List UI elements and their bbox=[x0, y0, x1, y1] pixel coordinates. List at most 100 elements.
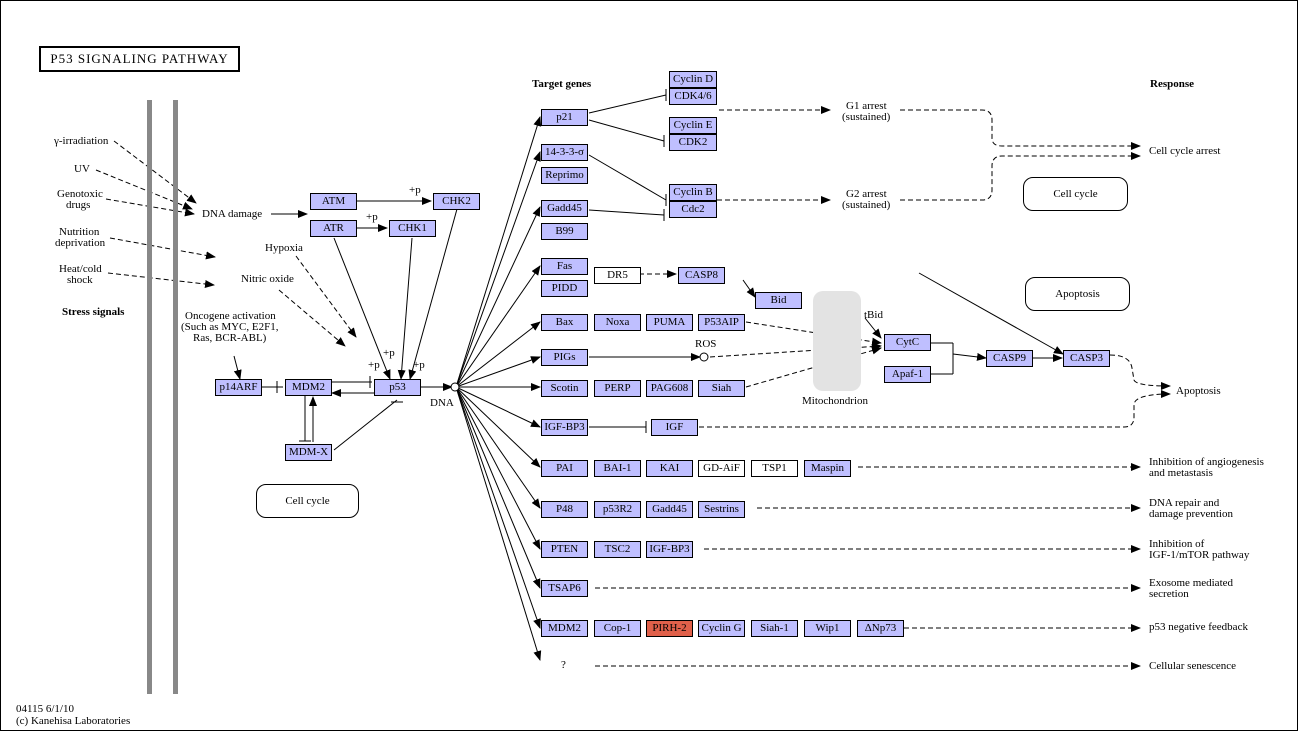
footer-id-date: 04115 6/1/10 bbox=[16, 703, 74, 715]
gene-siah-1[interactable]: Siah-1 bbox=[751, 620, 798, 637]
response-header: Response bbox=[1150, 78, 1195, 90]
gene-pten[interactable]: PTEN bbox=[541, 541, 588, 558]
gene-cytc[interactable]: CytC bbox=[884, 334, 931, 351]
gene-14-3-3-sigma[interactable]: 14-3-3-σ bbox=[541, 144, 588, 161]
gene-cyclin-d[interactable]: Cyclin D bbox=[669, 71, 717, 88]
gene-cdk4-6[interactable]: CDK4/6 bbox=[669, 88, 717, 105]
gene-bai-1[interactable]: BAI-1 bbox=[594, 460, 641, 477]
gene-mdm2-feedback[interactable]: MDM2 bbox=[541, 620, 588, 637]
gene-igf[interactable]: IGF bbox=[651, 419, 698, 436]
gene-p48[interactable]: P48 bbox=[541, 501, 588, 518]
cell-cycle-arrest-label: Cell cycle arrest bbox=[1149, 145, 1221, 157]
stress-genotoxic-2: drugs bbox=[66, 199, 91, 211]
gene-puma[interactable]: PUMA bbox=[646, 314, 693, 331]
hypoxia-label: Hypoxia bbox=[265, 242, 303, 254]
dna-damage-label: DNA damage bbox=[202, 208, 263, 220]
gene-casp9[interactable]: CASP9 bbox=[986, 350, 1033, 367]
membrane-bar-outer bbox=[147, 100, 152, 694]
gene-gadd45[interactable]: Gadd45 bbox=[541, 200, 588, 217]
phospho-label-chk2: +p bbox=[409, 184, 421, 196]
gene-p21[interactable]: p21 bbox=[541, 109, 588, 126]
g1-arrest-label-2: (sustained) bbox=[842, 111, 891, 123]
oncogene-label-2: (Such as MYC, E2F1, bbox=[181, 321, 279, 333]
gene-pigs[interactable]: PIGs bbox=[541, 349, 588, 366]
gene-bax[interactable]: Bax bbox=[541, 314, 588, 331]
gene-pag608[interactable]: PAG608 bbox=[646, 380, 693, 397]
cell-cycle-map-link-left[interactable]: Cell cycle bbox=[256, 484, 359, 518]
stress-uv: UV bbox=[74, 163, 90, 175]
gene-scotin[interactable]: Scotin bbox=[541, 380, 588, 397]
gene-reprimo[interactable]: Reprimo bbox=[541, 167, 588, 184]
gene-atr[interactable]: ATR bbox=[310, 220, 357, 237]
stress-heat-1: Heat/cold bbox=[59, 263, 102, 275]
igf-mtor-label-2: IGF-1/mTOR pathway bbox=[1149, 549, 1250, 561]
cellular-senescence-label: Cellular senescence bbox=[1149, 660, 1237, 672]
gene-casp8[interactable]: CASP8 bbox=[678, 267, 725, 284]
stress-nutrition-1: Nutrition bbox=[59, 226, 100, 238]
angiogenesis-label-2: and metastasis bbox=[1149, 467, 1213, 479]
angiogenesis-label-1: Inhibition of angiogenesis bbox=[1149, 456, 1264, 468]
gene-cdk2[interactable]: CDK2 bbox=[669, 134, 717, 151]
gene-sestrins[interactable]: Sestrins bbox=[698, 501, 745, 518]
gene-chk1[interactable]: CHK1 bbox=[389, 220, 436, 237]
dna-repair-label-1: DNA repair and bbox=[1149, 497, 1220, 509]
dna-label: DNA bbox=[430, 397, 454, 409]
gene-apaf-1[interactable]: Apaf-1 bbox=[884, 366, 931, 383]
gene-cop-1[interactable]: Cop-1 bbox=[594, 620, 641, 637]
tbid-label: tBid bbox=[864, 309, 883, 321]
gene-dr5[interactable]: DR5 bbox=[594, 267, 641, 284]
gene-fas[interactable]: Fas bbox=[541, 258, 588, 275]
stress-signals-header: Stress signals bbox=[62, 306, 125, 318]
gene-cyclin-b[interactable]: Cyclin B bbox=[669, 184, 717, 201]
oncogene-label-1: Oncogene activation bbox=[185, 310, 276, 322]
gene-atm[interactable]: ATM bbox=[310, 193, 357, 210]
g2-arrest-label-2: (sustained) bbox=[842, 199, 891, 211]
gene-pidd[interactable]: PIDD bbox=[541, 280, 588, 297]
gene-delta-np73[interactable]: ΔNp73 bbox=[857, 620, 904, 637]
gene-pai[interactable]: PAI bbox=[541, 460, 588, 477]
gene-siah[interactable]: Siah bbox=[698, 380, 745, 397]
gene-casp3[interactable]: CASP3 bbox=[1063, 350, 1110, 367]
phospho-label-p53-3: +p bbox=[413, 359, 425, 371]
membrane-bar-inner bbox=[173, 100, 178, 694]
gene-wip1[interactable]: Wip1 bbox=[804, 620, 851, 637]
gene-cyclin-g[interactable]: Cyclin G bbox=[698, 620, 745, 637]
negative-feedback-label: p53 negative feedback bbox=[1149, 621, 1248, 633]
nitric-oxide-label: Nitric oxide bbox=[241, 273, 294, 285]
gene-pirh-2[interactable]: PIRH-2 bbox=[646, 620, 693, 637]
dna-repair-label-2: damage prevention bbox=[1149, 508, 1233, 520]
apoptosis-response-label: Apoptosis bbox=[1176, 385, 1221, 397]
unknown-gene-label: ? bbox=[561, 659, 566, 671]
gene-cdc2[interactable]: Cdc2 bbox=[669, 201, 717, 218]
gene-kai[interactable]: KAI bbox=[646, 460, 693, 477]
target-genes-header: Target genes bbox=[532, 78, 592, 90]
gene-p53r2[interactable]: p53R2 bbox=[594, 501, 641, 518]
stress-gamma: γ-irradiation bbox=[54, 135, 109, 147]
mitochondrion-label: Mitochondrion bbox=[802, 395, 868, 407]
gene-p53aip[interactable]: P53AIP bbox=[698, 314, 745, 331]
gene-tsp1[interactable]: TSP1 bbox=[751, 460, 798, 477]
gene-gadd45-repair[interactable]: Gadd45 bbox=[646, 501, 693, 518]
gene-gd-aif[interactable]: GD-AiF bbox=[698, 460, 745, 477]
apoptosis-map-link[interactable]: Apoptosis bbox=[1025, 277, 1130, 311]
gene-igf-bp3[interactable]: IGF-BP3 bbox=[541, 419, 588, 436]
gene-mdm2[interactable]: MDM2 bbox=[285, 379, 332, 396]
mitochondrion-shape bbox=[813, 291, 861, 391]
stress-nutrition-2: deprivation bbox=[55, 237, 106, 249]
gene-tsc2[interactable]: TSC2 bbox=[594, 541, 641, 558]
gene-p53[interactable]: p53 bbox=[374, 379, 421, 396]
gene-tsap6[interactable]: TSAP6 bbox=[541, 580, 588, 597]
gene-cyclin-e[interactable]: Cyclin E bbox=[669, 117, 717, 134]
gene-mdm-x[interactable]: MDM-X bbox=[285, 444, 332, 461]
cell-cycle-map-link-right[interactable]: Cell cycle bbox=[1023, 177, 1128, 211]
gene-p14arf[interactable]: p14ARF bbox=[215, 379, 262, 396]
gene-bid[interactable]: Bid bbox=[755, 292, 802, 309]
g2-arrest-label-1: G2 arrest bbox=[846, 188, 887, 200]
gene-igf-bp3-mtor[interactable]: IGF-BP3 bbox=[646, 541, 693, 558]
gene-b99[interactable]: B99 bbox=[541, 223, 588, 240]
gene-perp[interactable]: PERP bbox=[594, 380, 641, 397]
ros-label: ROS bbox=[695, 338, 717, 350]
gene-chk2[interactable]: CHK2 bbox=[433, 193, 480, 210]
gene-maspin[interactable]: Maspin bbox=[804, 460, 851, 477]
gene-noxa[interactable]: Noxa bbox=[594, 314, 641, 331]
